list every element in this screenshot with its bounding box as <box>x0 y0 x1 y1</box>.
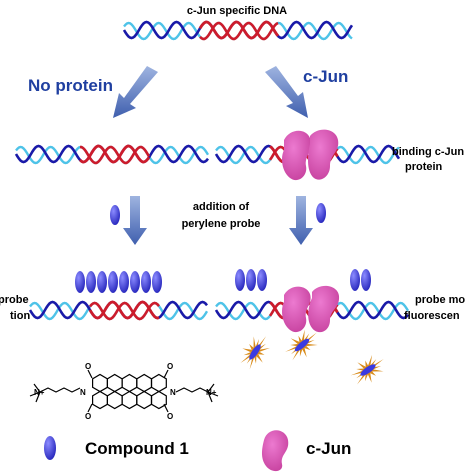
probe-left-label-line1: probe <box>0 294 29 306</box>
dna-mid-left <box>14 144 210 165</box>
addition-label-line2: perylene probe <box>182 218 261 230</box>
chem-nplus-2: N+ <box>206 388 217 397</box>
probe-ellipse-icon <box>361 269 371 291</box>
probe-right-label-line1: probe mo <box>415 294 465 306</box>
chem-o-4: O <box>167 412 173 421</box>
chem-n-1: N <box>80 388 86 397</box>
probe-ellipse-icon <box>246 269 256 291</box>
probe-ellipse-icon <box>97 271 107 293</box>
binding-label-line2: protein <box>405 161 443 173</box>
cjun-protein-bound-icon <box>282 129 339 181</box>
probe-right-label-line2: fluorescen <box>404 310 460 322</box>
arrow-down-icon <box>123 196 147 245</box>
probe-ellipse-icon <box>119 271 129 293</box>
binding-label-line1: binding c-Jun <box>392 146 464 158</box>
arrow-down-icon <box>289 196 313 245</box>
probe-ellipse-icon <box>350 269 360 291</box>
chem-nplus-1: N+ <box>34 388 45 397</box>
probe-ellipse-icon <box>108 271 118 293</box>
legend-compound-label: Compound 1 <box>85 439 189 458</box>
cjun-branch-label: c-Jun <box>303 67 348 86</box>
compound-structure <box>29 369 219 413</box>
fluorescence-starburst-icon <box>240 336 271 370</box>
chem-n-2: N <box>170 388 176 397</box>
no-protein-label: No protein <box>28 76 113 95</box>
probe-ellipse-icon <box>75 271 85 293</box>
fluorescence-group <box>240 329 384 385</box>
probe-ellipse-icon <box>316 203 326 223</box>
probe-ellipse-icon <box>257 269 267 291</box>
dna-top <box>122 20 354 41</box>
legend-probe-icon <box>44 436 56 460</box>
probe-ellipse-icon <box>86 271 96 293</box>
probe-ellipse-icon <box>141 271 151 293</box>
probe-ellipse-icon <box>152 271 162 293</box>
chem-o-1: O <box>85 362 91 371</box>
probe-left-label-line2: tion <box>10 310 30 322</box>
legend-cjun-icon <box>262 430 289 472</box>
probe-ellipse-icon <box>130 271 140 293</box>
fluorescence-starburst-icon <box>285 329 318 361</box>
chem-o-3: O <box>167 362 173 371</box>
arrow-down-right-icon <box>265 66 308 118</box>
probe-stack-right <box>235 269 371 291</box>
probe-ellipse-icon <box>235 269 245 291</box>
legend-cjun-label: c-Jun <box>306 439 351 458</box>
probe-stack-left <box>75 271 162 293</box>
arrow-down-left-icon <box>113 66 158 118</box>
dna-bot-left <box>28 300 209 321</box>
probe-ellipse-icon <box>110 205 120 225</box>
cjun-protein-bound-icon <box>282 285 340 333</box>
top-dna-label: c-Jun specific DNA <box>187 5 287 17</box>
chem-o-2: O <box>85 412 91 421</box>
addition-label-line1: addition of <box>193 201 250 213</box>
fluorescence-starburst-icon <box>350 354 384 385</box>
